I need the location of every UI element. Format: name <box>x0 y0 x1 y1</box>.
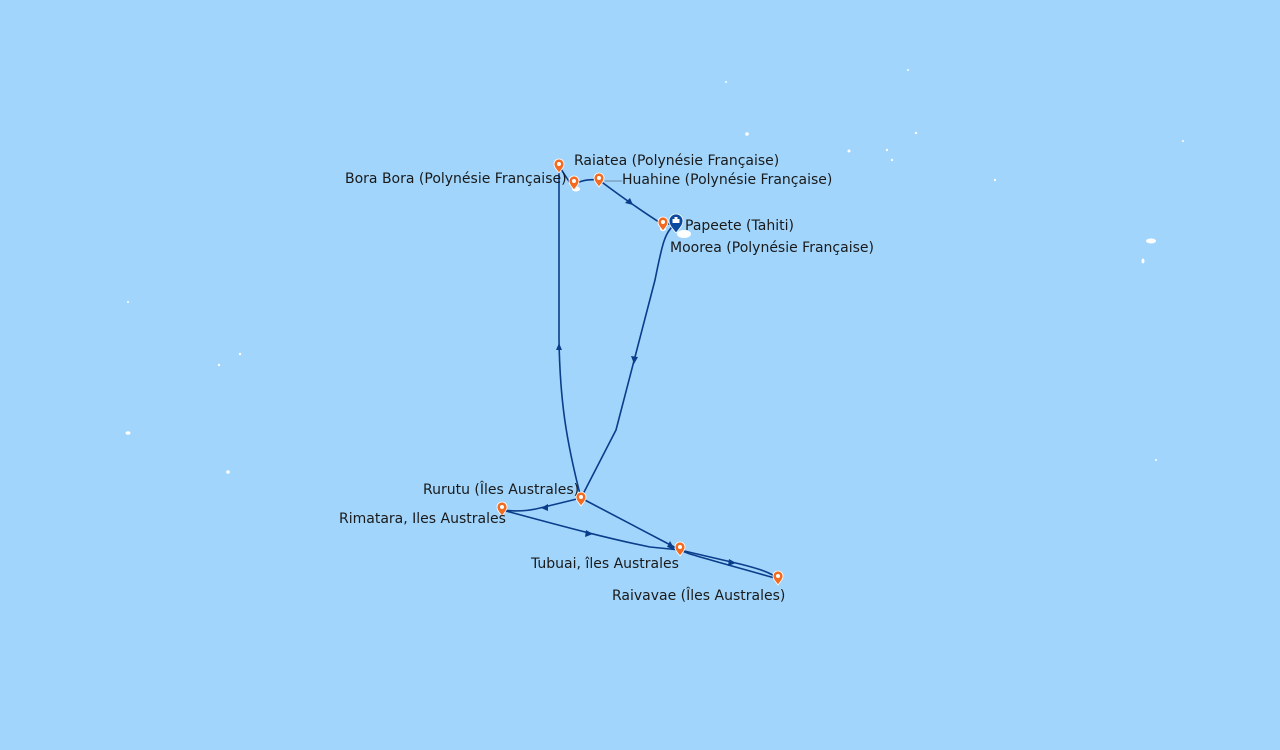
arrow-icon <box>667 541 675 550</box>
map-pin-icon <box>553 158 565 174</box>
port-label-rurutu: Rurutu (Îles Australes) <box>423 482 580 498</box>
home-port-marker-papeete[interactable] <box>668 213 684 234</box>
port-marker-bora-bora[interactable] <box>553 158 565 174</box>
arrow-icon <box>541 504 548 511</box>
port-marker-huahine[interactable] <box>593 172 605 188</box>
port-label-rimatara: Rimatara, Iles Australes <box>339 511 506 527</box>
route-segment-rurutu-rimatara <box>501 497 582 512</box>
port-marker-moorea[interactable] <box>657 216 669 232</box>
arrow-icon <box>556 343 562 350</box>
port-label-huahine: Huahine (Polynésie Française) <box>622 172 833 188</box>
arrow-icon <box>728 559 736 566</box>
map-pin-icon <box>772 570 784 586</box>
route-segment-rurutu-bora-bora <box>558 165 582 499</box>
port-label-raiatea: Raiatea (Polynésie Française) <box>574 153 780 169</box>
port-marker-rurutu[interactable] <box>575 491 587 507</box>
arrow-icon <box>631 356 638 364</box>
port-label-tubuai: Tubuai, îles Australes <box>531 556 679 572</box>
port-label-papeete: Papeete (Tahiti) <box>685 218 794 234</box>
port-marker-raivavae[interactable] <box>772 570 784 586</box>
port-markers[interactable] <box>496 158 784 586</box>
arrow-icon <box>585 530 593 537</box>
arrow-icon <box>625 198 633 205</box>
map-pin-icon <box>575 491 587 507</box>
port-label-moorea: Moorea (Polynésie Française) <box>670 240 874 256</box>
islands <box>125 69 1184 474</box>
port-label-raivavae: Raivavae (Îles Australes) <box>612 588 786 604</box>
route-direction-arrows <box>541 198 736 566</box>
route-segment-papeete-rurutu <box>580 223 677 499</box>
map-pin-icon <box>568 175 580 191</box>
port-marker-raiatea[interactable] <box>568 175 580 191</box>
port-marker-rimatara[interactable] <box>496 501 508 517</box>
map-pin-icon <box>657 216 669 232</box>
ship-pin-icon <box>668 213 684 234</box>
map-pin-icon <box>496 501 508 517</box>
route-segment-tubuai-rurutu <box>580 497 681 551</box>
map-pin-icon <box>674 541 686 557</box>
port-marker-tubuai[interactable] <box>674 541 686 557</box>
map-pin-icon <box>593 172 605 188</box>
route-segment-rimatara-tubuai <box>501 509 681 551</box>
port-label-bora-bora: Bora Bora (Polynésie Française) <box>345 171 567 187</box>
